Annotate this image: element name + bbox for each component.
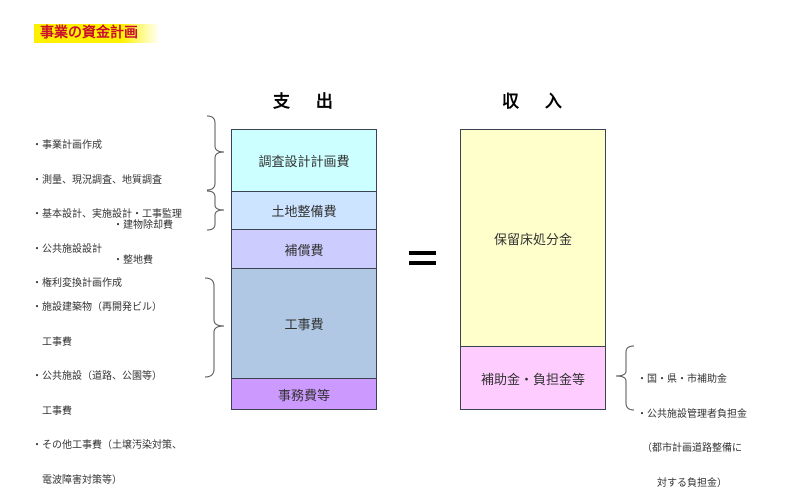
notes-survey-design: ・事業計画作成 ・測量、現況調査、地質調査 ・基本設計、実施設計・工事監理 ・公… [32, 117, 182, 301]
title-highlight [34, 24, 160, 43]
expenditure-stack: 調査設計計画費 土地整備費 補償費 工事費 事務費等 [231, 129, 377, 410]
note-item: ・国・県・市補助金 [637, 374, 727, 385]
notes-subsidy: ・国・県・市補助金 ・公共施設管理者負担金 （都市計画道路整備に 対する負担金） [637, 351, 747, 501]
brace-construction [204, 277, 225, 378]
expenditure-heading: 支 出 [273, 92, 343, 112]
segment-compensation: 補償費 [232, 229, 376, 268]
segment-land-preparation: 土地整備費 [232, 191, 376, 229]
note-item: ・公共施設（道路、公園等） [32, 371, 162, 382]
segment-label: 補償費 [284, 243, 324, 259]
segment-label: 事務費等 [277, 388, 330, 404]
note-item: ・公共施設管理者負担金 [637, 408, 747, 420]
note-item: ・権利変換計画作成 [32, 278, 122, 289]
note-item: ・公共施設設計 [32, 243, 102, 255]
note-item: 電波障害対策等） [32, 474, 122, 486]
equals-sign [409, 251, 436, 266]
segment-office-expenses: 事務費等 [232, 378, 376, 409]
page-title: 事業の資金計画 [40, 25, 138, 41]
segment-label: 補助金・負担金等 [480, 372, 585, 388]
segment-subsidies: 補助金・負担金等 [461, 346, 605, 409]
note-item: ・整地費 [113, 254, 153, 266]
segment-label: 調査設計計画費 [258, 155, 350, 170]
income-heading: 収 入 [502, 92, 572, 112]
notes-land-preparation: ・建物除却費 ・整地費 [113, 197, 173, 278]
note-item: ・施設建築物（再開発ビル） [32, 302, 162, 313]
brace-land-preparation [206, 190, 225, 231]
note-item: ・その他工事費（土壌汚染対策、 [32, 440, 182, 451]
note-item: （都市計画道路整備に [637, 443, 742, 454]
segment-survey-design: 調査設計計画費 [232, 130, 376, 191]
segment-construction: 工事費 [232, 268, 376, 378]
note-item: ・基本設計、実施設計・工事監理 [32, 209, 182, 220]
note-item: 工事費 [32, 405, 72, 417]
note-item: ・建物除却費 [113, 220, 173, 231]
note-item: 工事費 [32, 336, 72, 348]
notes-construction: ・施設建築物（再開発ビル） 工事費 ・公共施設（道路、公園等） 工事費 ・その他… [32, 279, 182, 498]
segment-label: 工事費 [284, 318, 324, 333]
note-item: 対する負担金） [637, 477, 727, 489]
income-stack: 保留床処分金 補助金・負担金等 [460, 129, 606, 410]
segment-label: 保留床処分金 [493, 232, 572, 248]
note-item: ・測量、現況調査、地質調査 [32, 174, 162, 186]
brace-survey-design [206, 115, 225, 191]
segment-reserved-floor-sales: 保留床処分金 [461, 130, 605, 346]
segment-label: 土地整備費 [271, 205, 337, 220]
brace-subsidy [615, 345, 635, 411]
note-item: ・事業計画作成 [32, 140, 102, 151]
